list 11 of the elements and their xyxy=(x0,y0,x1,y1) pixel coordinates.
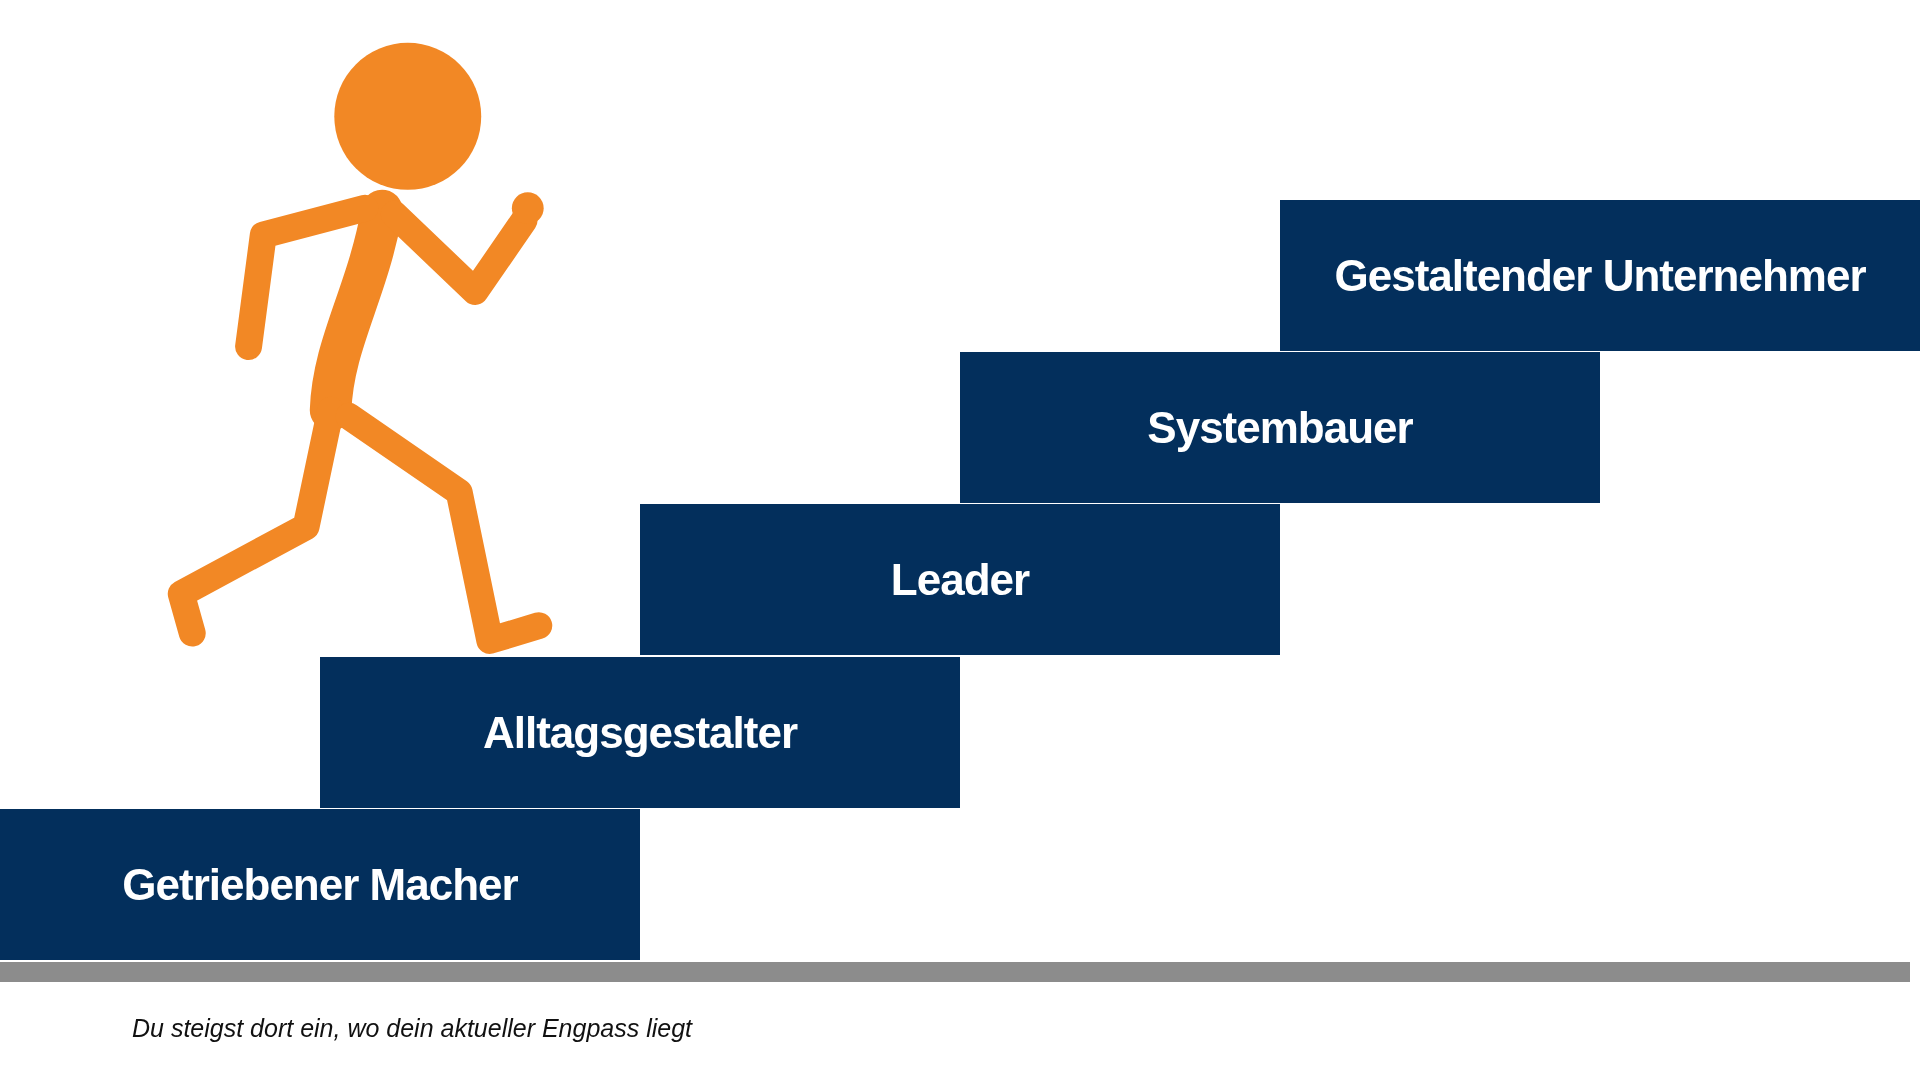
stair-step xyxy=(960,352,1600,503)
stair-step xyxy=(1280,200,1920,351)
step-label: Systembauer xyxy=(1147,402,1413,453)
stair-step xyxy=(320,657,960,808)
caption: Du steigst dort ein, wo dein aktueller Engpass liegt xyxy=(132,1014,693,1043)
step-label: Getriebener Macher xyxy=(122,859,518,910)
stair-step xyxy=(640,504,1280,655)
step-label: Gestaltender Unternehmer xyxy=(1334,250,1866,301)
stair-step xyxy=(0,809,640,960)
step-label: Alltagsgestalter xyxy=(482,707,798,758)
step-label: Leader xyxy=(890,554,1030,605)
